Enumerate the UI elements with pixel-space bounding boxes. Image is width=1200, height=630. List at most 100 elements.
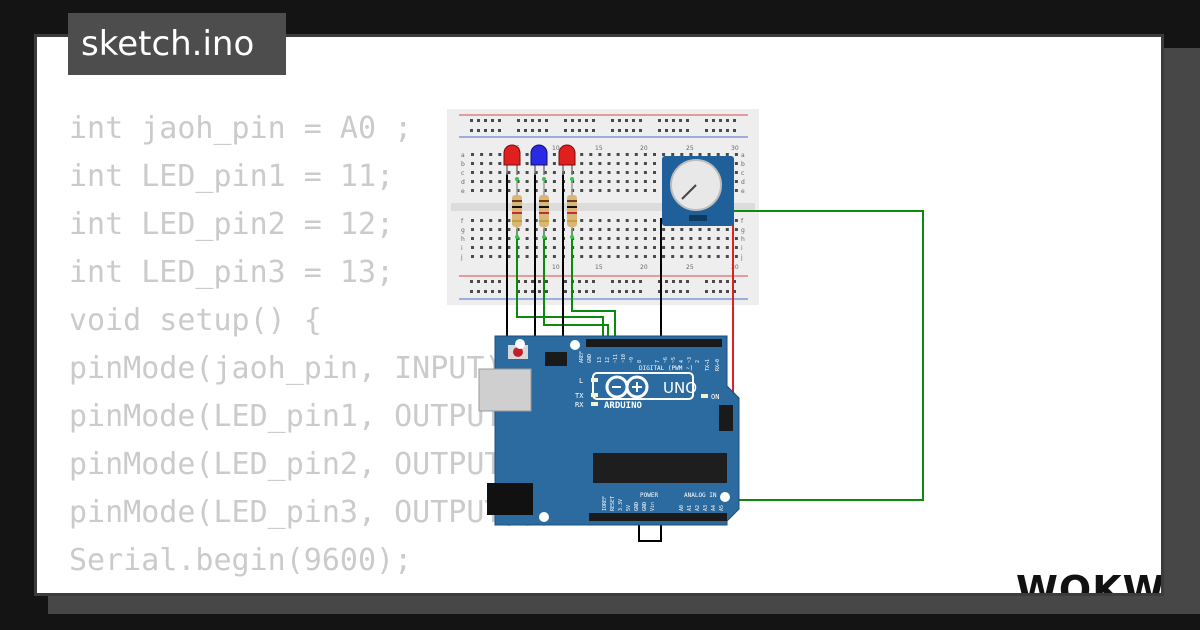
breadboard-hole xyxy=(538,129,541,132)
row-letter: e xyxy=(741,188,745,195)
breadboard-hole xyxy=(725,246,729,249)
usb-port xyxy=(478,368,532,412)
row-letter: a xyxy=(461,152,465,159)
breadboard-hole xyxy=(618,290,621,293)
breadboard-hole xyxy=(653,237,656,240)
breadboard-hole xyxy=(719,129,722,132)
breadboard-hole xyxy=(672,280,675,283)
breadboard-hole xyxy=(707,237,711,240)
breadboard-hole xyxy=(698,153,702,156)
pin-label: A5 xyxy=(719,505,725,511)
breadboard-hole xyxy=(498,153,502,156)
pin-label: Vin xyxy=(650,502,656,511)
analog-pin-labels: A0 A1 A2 A3 A4 A5 xyxy=(679,505,725,511)
breadboard-hole xyxy=(686,290,689,293)
blue-led xyxy=(530,144,548,166)
pin-label: ~11 xyxy=(613,354,619,363)
breadboard-hole xyxy=(516,171,520,174)
pin-label: RX←0 xyxy=(715,359,721,371)
breadboard-hole xyxy=(552,180,556,183)
breadboard-hole xyxy=(598,228,602,231)
breadboard-hole xyxy=(707,246,711,249)
breadboard-hole xyxy=(589,219,593,222)
breadboard-hole xyxy=(589,255,593,258)
mounting-hole xyxy=(539,512,549,522)
resistor-band xyxy=(539,200,549,202)
breadboard-hole xyxy=(517,119,520,122)
file-tab[interactable]: sketch.ino xyxy=(68,13,286,75)
breadboard-hole xyxy=(498,189,502,192)
breadboard-hole xyxy=(680,246,684,249)
breadboard-hole xyxy=(489,171,493,174)
breadboard-hole xyxy=(525,219,529,222)
icsp-header-right xyxy=(719,405,733,431)
digital-header-label: DIGITAL (PWM ~) xyxy=(639,365,693,372)
resistor-band xyxy=(539,220,549,222)
breadboard-hole xyxy=(580,246,584,249)
breadboard-hole xyxy=(707,228,711,231)
breadboard-hole xyxy=(480,219,484,222)
breadboard-hole xyxy=(643,153,647,156)
breadboard-hole xyxy=(665,129,668,132)
breadboard-hole xyxy=(616,219,620,222)
breadboard-hole xyxy=(734,228,738,231)
potentiometer-pointer xyxy=(681,184,697,200)
breadboard-hole xyxy=(489,153,493,156)
pin-label: 2 xyxy=(695,360,701,363)
breadboard-hole xyxy=(607,228,611,231)
resistor-body xyxy=(539,195,549,227)
icsp-header xyxy=(545,352,567,366)
breadboard-hole xyxy=(625,246,629,249)
breadboard-hole xyxy=(598,246,602,249)
breadboard-hole xyxy=(658,119,661,122)
breadboard-hole xyxy=(477,119,480,122)
green-wire xyxy=(709,210,924,501)
row-letter: j xyxy=(740,254,743,261)
breadboard-hole xyxy=(625,255,629,258)
resistor-band xyxy=(567,212,577,214)
breadboard-hole xyxy=(680,228,684,231)
breadboard-hole xyxy=(507,246,511,249)
code-line: int LED_pin2 = 12; xyxy=(69,207,395,242)
green-wire xyxy=(516,229,604,339)
breadboard-hole xyxy=(643,189,647,192)
breadboard-hole xyxy=(653,162,656,165)
pin-label: IOREF xyxy=(602,496,608,511)
breadboard-hole xyxy=(598,219,602,222)
breadboard-hole xyxy=(671,153,675,156)
breadboard-hole xyxy=(712,280,715,283)
breadboard-hole xyxy=(712,129,715,132)
breadboard-hole xyxy=(585,290,588,293)
breadboard-hole xyxy=(578,290,581,293)
breadboard-hole xyxy=(671,228,675,231)
breadboard-hole xyxy=(480,180,484,183)
code-line: int LED_pin3 = 13; xyxy=(69,255,395,290)
breadboard-hole xyxy=(552,255,556,258)
breadboard-hole xyxy=(680,237,684,240)
breadboard-hole xyxy=(611,280,614,283)
column-number: 10 xyxy=(552,264,560,271)
breadboard-hole xyxy=(543,255,547,258)
row-letter: c xyxy=(461,170,464,177)
breadboard-hole xyxy=(634,171,638,174)
tx-label: TX xyxy=(575,392,584,400)
breadboard-hole xyxy=(498,162,502,165)
breadboard-hole xyxy=(625,162,629,165)
breadboard-hole xyxy=(733,290,736,293)
code-line: int jaoh_pin = A0 ; xyxy=(69,111,413,146)
breadboard-hole xyxy=(705,280,708,283)
breadboard-hole xyxy=(480,153,484,156)
breadboard-hole xyxy=(607,237,611,240)
breadboard-hole xyxy=(580,171,584,174)
breadboard-hole xyxy=(716,228,720,231)
breadboard-hole xyxy=(616,180,620,183)
breadboard-hole xyxy=(639,129,642,132)
resistor-band xyxy=(539,212,549,214)
breadboard-hole xyxy=(534,219,538,222)
breadboard-hole xyxy=(634,228,638,231)
breadboard-hole xyxy=(734,162,738,165)
breadboard-hole xyxy=(564,280,567,283)
breadboard-hole xyxy=(625,119,628,122)
breadboard-hole xyxy=(716,153,720,156)
l-label: L xyxy=(579,377,583,385)
